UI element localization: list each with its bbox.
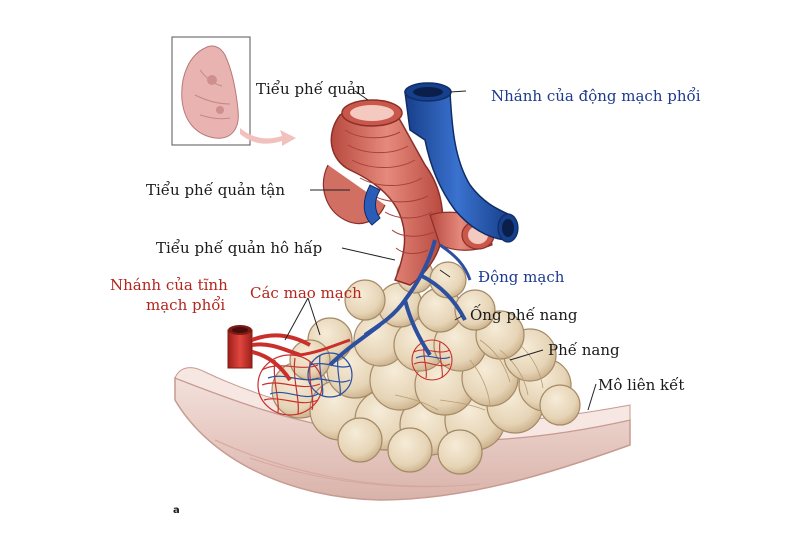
leader-lines	[284, 90, 597, 411]
label-tieu-phe-quan: Tiểu phế quản	[256, 80, 366, 98]
label-tieu-phe-quan-tan: Tiểu phế quản tận	[146, 181, 285, 199]
label-dong-mach: Động mạch	[478, 268, 565, 286]
inset-arrow	[240, 128, 296, 146]
panel-letter: a	[173, 505, 180, 516]
label-ong-phe-nang: Ống phế nang	[470, 306, 578, 324]
pulmonary-artery-branch	[328, 82, 519, 367]
label-cac-mao-mach: Các mao mạch	[250, 284, 362, 302]
label-tieu-phe-quan-ho-hap: Tiểu phế quản hô hấp	[156, 239, 323, 257]
lung-inset	[171, 36, 251, 146]
label-nhanh-tinh-mach-phoi-line2: mạch phổi	[146, 296, 226, 314]
pulmonary-vein-branch	[227, 325, 351, 382]
capillary-net-right	[411, 339, 453, 381]
alveoli-walls	[394, 339, 544, 411]
label-phe-nang: Phế nang	[548, 341, 620, 359]
label-nhanh-tinh-mach-phoi-line1: Nhánh của tĩnh	[110, 276, 228, 294]
label-nhanh-dong-mach-phoi: Nhánh của động mạch phổi	[491, 87, 701, 105]
label-mo-lien-ket: Mô liên kết	[598, 376, 685, 394]
